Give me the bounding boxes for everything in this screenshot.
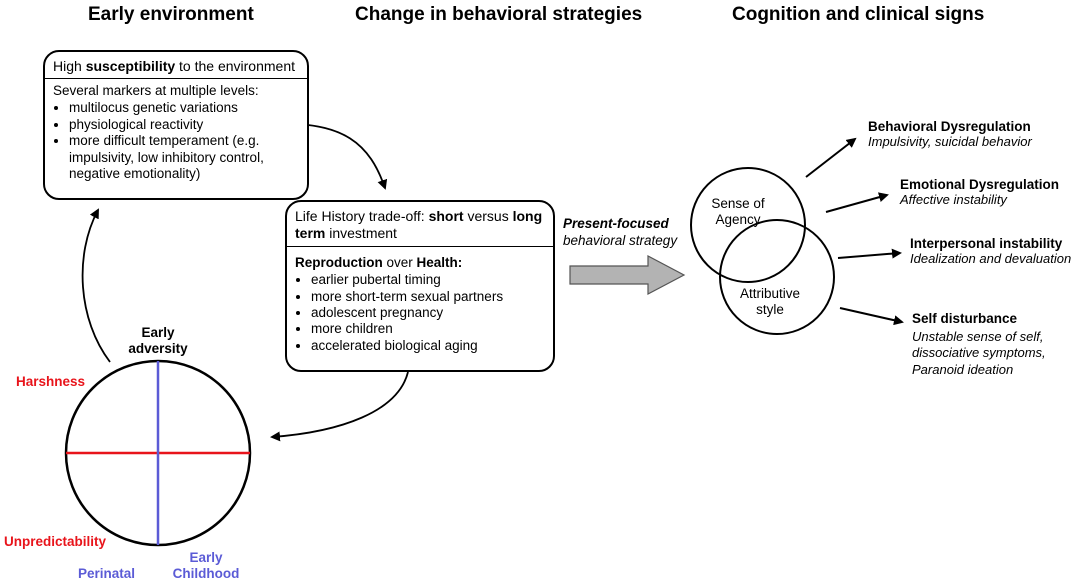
list-item: earlier pubertal timing — [311, 272, 545, 288]
list-item: multilocus genetic variations — [69, 100, 299, 116]
adversity-circle — [64, 359, 252, 547]
life-history-box-heading: Life History trade-off: short versus lon… — [287, 202, 553, 247]
arrow-to-emotional — [825, 192, 889, 213]
susceptibility-box-heading: High susceptibility to the environment — [45, 52, 307, 79]
clinical-sign-behavioral: Behavioral Dysregulation Impulsivity, su… — [868, 119, 1032, 149]
life-history-list: earlier pubertal timing more short-term … — [295, 272, 545, 354]
arrow-to-interpersonal — [837, 248, 902, 259]
perinatal-label: Perinatal — [78, 566, 136, 581]
list-item: more children — [311, 321, 545, 337]
life-history-box-body: Reproduction over Health: earlier pubert… — [287, 247, 553, 359]
susceptibility-box: High susceptibility to the environment S… — [43, 50, 309, 200]
harshness-label: Harshness — [16, 374, 86, 389]
early-childhood-label: Early Childhood — [172, 550, 240, 581]
arrow-to-behavioral — [805, 137, 857, 178]
list-item: adolescent pregnancy — [311, 305, 545, 321]
strategy-block-arrow — [569, 255, 686, 295]
susceptibility-marker-list: multilocus genetic variations physiologi… — [53, 100, 299, 182]
header-cognition-signs: Cognition and clinical signs — [732, 4, 985, 25]
arrow-adversity-to-susceptibility — [81, 208, 111, 363]
list-item: more difficult temperament (e.g. impulsi… — [69, 133, 299, 182]
venn-label-agency: Sense of Agency — [711, 196, 765, 228]
unpredictability-label: Unpredictability — [4, 534, 107, 549]
arrow-lifehistory-to-adversity — [270, 371, 409, 442]
life-history-box: Life History trade-off: short versus lon… — [285, 200, 555, 372]
clinical-sign-interpersonal: Interpersonal instability Idealization a… — [910, 236, 1072, 266]
arrow-to-self — [839, 307, 904, 326]
susceptibility-box-body: Several markers at multiple levels: mult… — [45, 79, 307, 187]
venn-label-attributive: Attributive style — [739, 286, 801, 318]
clinical-sign-emotional: Emotional Dysregulation Affective instab… — [900, 177, 1060, 207]
strategy-label: Present-focused behavioral strategy — [563, 216, 678, 248]
header-early-environment: Early environment — [88, 4, 254, 25]
early-adversity-label: Early adversity — [128, 325, 188, 356]
list-item: physiological reactivity — [69, 117, 299, 133]
reproduction-over-health: Reproduction over Health: — [295, 254, 463, 270]
clinical-sign-self: Self disturbance Unstable sense of self,… — [912, 311, 1046, 377]
venn-circle-attributive — [719, 219, 835, 335]
list-item: more short-term sexual partners — [311, 289, 545, 305]
list-item: accelerated biological aging — [311, 338, 545, 354]
venn-circle-agency — [690, 167, 806, 283]
header-behavioral-strategies: Change in behavioral strategies — [355, 4, 643, 25]
